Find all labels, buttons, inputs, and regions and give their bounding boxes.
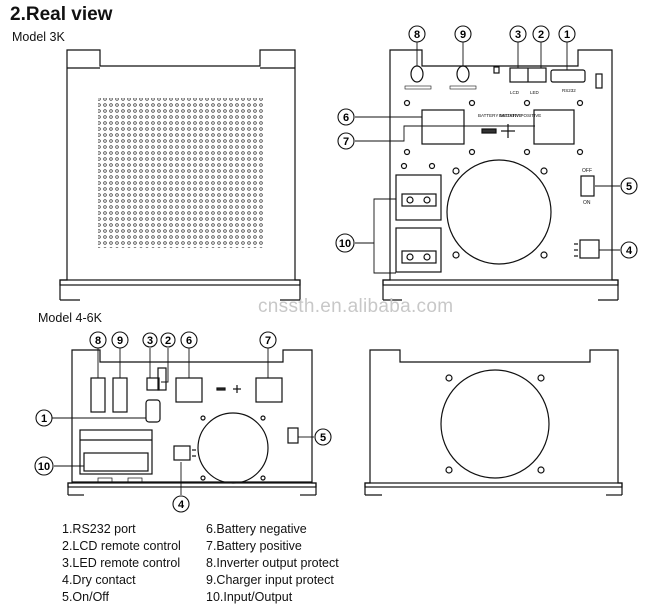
callout-2-3k: 2 — [532, 25, 550, 43]
callout-1-6k: 1 — [35, 409, 53, 427]
callout-2-6k: 2 — [160, 332, 176, 348]
legend-item-input-output: 10.Input/Output — [206, 590, 293, 604]
callouts: 8 9 3 2 1 6 7 5 4 10 8 9 3 2 6 7 1 10 4 … — [34, 25, 638, 513]
legend-item-battery-negative: 6.Battery negative — [206, 522, 307, 536]
charger-input-breaker — [456, 65, 470, 83]
svg-text:1: 1 — [564, 29, 570, 41]
cooling-fan-front-6k — [440, 369, 550, 479]
dry-contact-6k — [173, 445, 191, 461]
on-off-switch-3k — [580, 175, 595, 197]
charger-input-breaker-6k — [112, 377, 128, 413]
callout-4-6k: 4 — [172, 495, 190, 513]
callout-8-6k: 8 — [89, 331, 107, 349]
rs232-port-3k — [550, 69, 586, 83]
svg-text:9: 9 — [460, 29, 466, 41]
lcd-label-3k: LCD — [510, 90, 520, 95]
model-4-6k-rear-view — [67, 349, 317, 496]
legend-item-rs232: 1.RS232 port — [62, 522, 136, 536]
rs232-label-3k: RS232 — [562, 88, 576, 93]
callout-5-3k: 5 — [620, 177, 638, 195]
leader-lines — [52, 42, 620, 495]
legend-item-battery-positive: 7.Battery positive — [206, 539, 302, 553]
callout-4-3k: 4 — [620, 241, 638, 259]
callout-1-3k: 1 — [558, 25, 576, 43]
on-label-3k: ON — [583, 200, 591, 206]
model-3k-front-view — [59, 49, 301, 301]
battery-positive-label: BATTERY POSITIVE — [499, 113, 541, 118]
svg-text:3: 3 — [147, 335, 153, 347]
cooling-fan-3k — [446, 159, 552, 265]
svg-text:10: 10 — [38, 461, 50, 473]
svg-text:7: 7 — [343, 136, 349, 148]
svg-text:2: 2 — [165, 335, 171, 347]
svg-text:6: 6 — [186, 335, 192, 347]
io-terminal-block-6k — [79, 429, 153, 475]
svg-text:8: 8 — [414, 29, 420, 41]
io-terminal-block-lower — [395, 227, 442, 273]
on-off-switch-6k — [287, 427, 299, 444]
inverter-output-breaker-6k — [90, 377, 106, 413]
callout-10-3k: 10 — [335, 233, 355, 253]
legend-item-on-off: 5.On/Off — [62, 590, 110, 604]
section-title: 2.Real view — [10, 4, 113, 25]
legend-item-charger-input: 9.Charger input protect — [206, 573, 334, 587]
svg-text:3: 3 — [515, 29, 521, 41]
svg-text:6: 6 — [343, 112, 349, 124]
callout-3-3k: 3 — [509, 25, 527, 43]
model-4-6k-front-view — [364, 349, 623, 496]
svg-text:10: 10 — [339, 238, 351, 250]
watermark: cnssth.en.alibaba.com — [258, 296, 454, 317]
svg-text:4: 4 — [626, 245, 633, 257]
battery-negative-terminal — [421, 109, 465, 145]
battery-negative-terminal-6k — [175, 377, 203, 403]
legend-left-column: 1.RS232 port 2.LCD remote control 3.LED … — [62, 521, 181, 606]
svg-text:7: 7 — [265, 335, 271, 347]
dry-contact-3k — [579, 239, 600, 259]
svg-text:5: 5 — [626, 181, 632, 193]
legend-right-column: 6.Battery negative 7.Battery positive 8.… — [206, 521, 339, 606]
legend-item-dry-contact: 4.Dry contact — [62, 573, 136, 587]
callout-6-6k: 6 — [180, 331, 198, 349]
legend-item-led: 3.LED remote control — [62, 556, 181, 570]
model-3k-label: Model 3K — [12, 30, 65, 44]
legend-item-inverter-output: 8.Inverter output protect — [206, 556, 339, 570]
callout-5-6k: 5 — [314, 428, 332, 446]
battery-positive-terminal-6k — [255, 377, 283, 403]
callout-7-3k: 7 — [337, 132, 355, 150]
svg-text:5: 5 — [320, 432, 326, 444]
inverter-output-breaker — [410, 65, 424, 83]
callout-6-3k: 6 — [337, 108, 355, 126]
legend-item-lcd: 2.LCD remote control — [62, 539, 181, 553]
model-4-6k-label: Model 4-6K — [38, 311, 102, 325]
callout-9-6k: 9 — [111, 331, 129, 349]
battery-positive-terminal — [533, 109, 575, 145]
svg-text:2: 2 — [538, 29, 544, 41]
callout-7-6k: 7 — [259, 331, 277, 349]
callout-3-6k: 3 — [142, 332, 158, 348]
rs232-port-6k — [145, 399, 161, 423]
callout-9-3k: 9 — [454, 25, 472, 43]
battery-negative-label: BATTERY NEGATIVE — [478, 113, 522, 118]
led-label-3k: LED — [530, 90, 540, 95]
io-terminal-block-upper — [395, 174, 442, 221]
svg-text:4: 4 — [178, 499, 185, 511]
svg-text:1: 1 — [41, 413, 47, 425]
vent-grille — [98, 98, 264, 248]
callout-10-6k: 10 — [34, 456, 54, 476]
svg-text:9: 9 — [117, 335, 123, 347]
callout-8-3k: 8 — [408, 25, 426, 43]
model-3k-rear-view: LCD LED RS232 BATTERY NEGATIVE BATTERY P… — [382, 49, 619, 301]
cooling-fan-6k — [197, 412, 269, 484]
svg-text:8: 8 — [95, 335, 101, 347]
off-label-3k: OFF — [582, 168, 592, 174]
